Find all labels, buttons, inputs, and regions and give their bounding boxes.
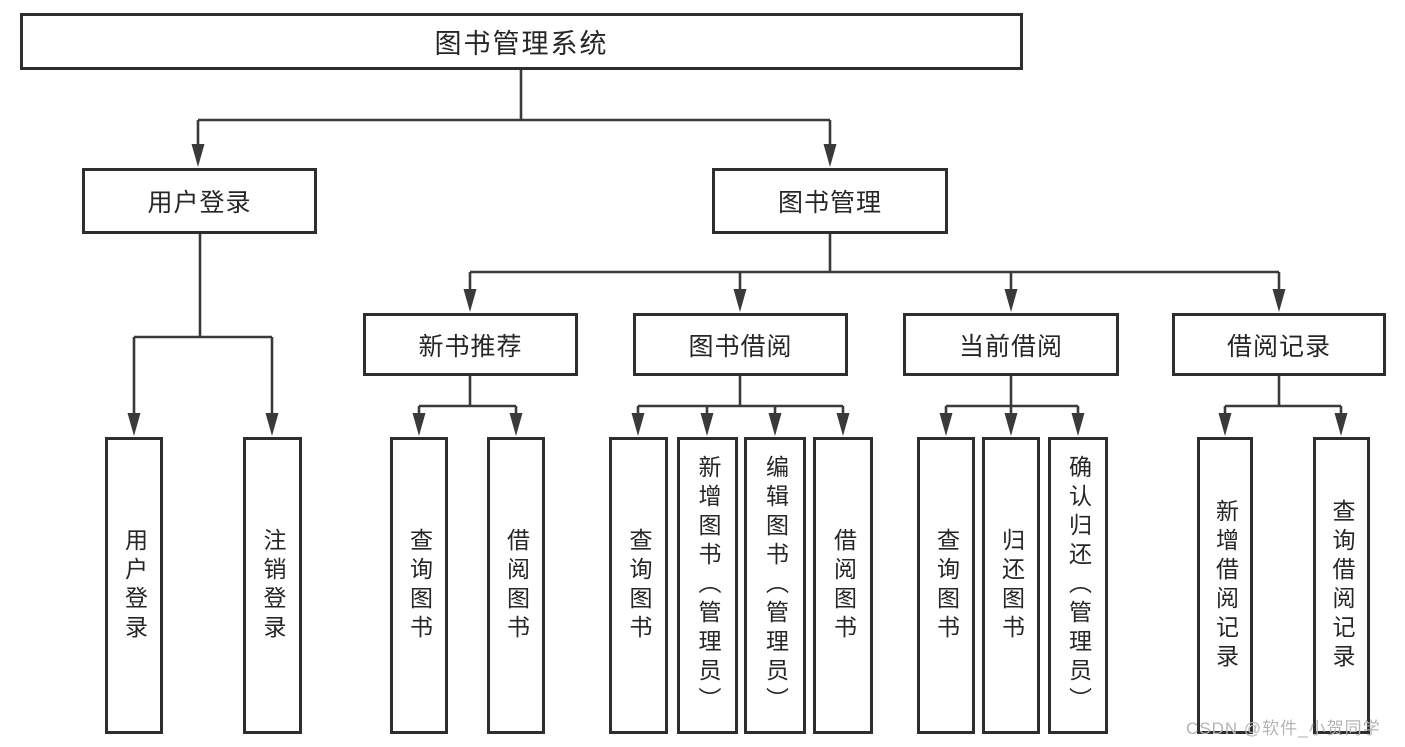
arrow-down-icon bbox=[1004, 413, 1018, 436]
leaf-return-books: 归还图书 bbox=[982, 437, 1040, 734]
leaf-user-login: 用户登录 bbox=[105, 437, 163, 734]
arrow-down-icon bbox=[265, 413, 279, 436]
arrow-down-icon bbox=[823, 144, 837, 167]
arrow-down-icon bbox=[1004, 289, 1018, 312]
arrow-down-icon bbox=[836, 413, 850, 436]
node-book-management: 图书管理 bbox=[712, 168, 948, 234]
node-borrow-records: 借阅记录 bbox=[1172, 313, 1386, 376]
node-book-borrow: 图书借阅 bbox=[633, 313, 848, 376]
arrow-down-icon bbox=[1218, 413, 1232, 436]
node-current-borrow: 当前借阅 bbox=[903, 313, 1119, 376]
leaf-borrow-books-borrow: 借阅图书 bbox=[813, 437, 873, 734]
arrow-down-icon bbox=[700, 413, 714, 436]
leaf-logout-login: 注销登录 bbox=[243, 437, 302, 734]
arrow-down-icon bbox=[768, 413, 782, 436]
arrow-down-icon bbox=[191, 144, 205, 167]
node-library-management-system: 图书管理系统 bbox=[20, 13, 1023, 70]
arrow-down-icon bbox=[939, 413, 953, 436]
arrow-down-icon bbox=[1272, 289, 1286, 312]
arrow-down-icon bbox=[1071, 413, 1085, 436]
leaf-query-books-current: 查询图书 bbox=[917, 437, 975, 734]
leaf-borrow-books-newbook: 借阅图书 bbox=[487, 437, 545, 734]
leaf-edit-books-admin: 编辑图书（管理员） bbox=[744, 437, 806, 734]
watermark: CSDN @软件_小贺同学 bbox=[1186, 719, 1381, 738]
connector-stems bbox=[132, 70, 1343, 414]
leaf-query-books-newbook: 查询图书 bbox=[390, 437, 448, 734]
leaf-add-books-admin: 新增图书（管理员） bbox=[677, 437, 738, 734]
node-user-login: 用户登录 bbox=[82, 168, 317, 234]
arrow-down-icon bbox=[1334, 413, 1348, 436]
arrow-down-icon bbox=[412, 413, 426, 436]
arrow-down-icon bbox=[463, 289, 477, 312]
arrow-down-icon bbox=[127, 413, 141, 436]
node-new-book-recommend: 新书推荐 bbox=[363, 313, 578, 376]
arrow-down-icon bbox=[733, 289, 747, 312]
leaf-add-borrow-record: 新增借阅记录 bbox=[1197, 437, 1253, 734]
leaf-query-borrow-record: 查询借阅记录 bbox=[1313, 437, 1370, 734]
arrow-down-icon bbox=[631, 413, 645, 436]
leaf-query-books-borrow: 查询图书 bbox=[609, 437, 668, 734]
leaf-confirm-return-admin: 确认归还（管理员） bbox=[1048, 437, 1108, 734]
arrowhead-icons bbox=[127, 144, 1348, 436]
arrow-down-icon bbox=[509, 413, 523, 436]
